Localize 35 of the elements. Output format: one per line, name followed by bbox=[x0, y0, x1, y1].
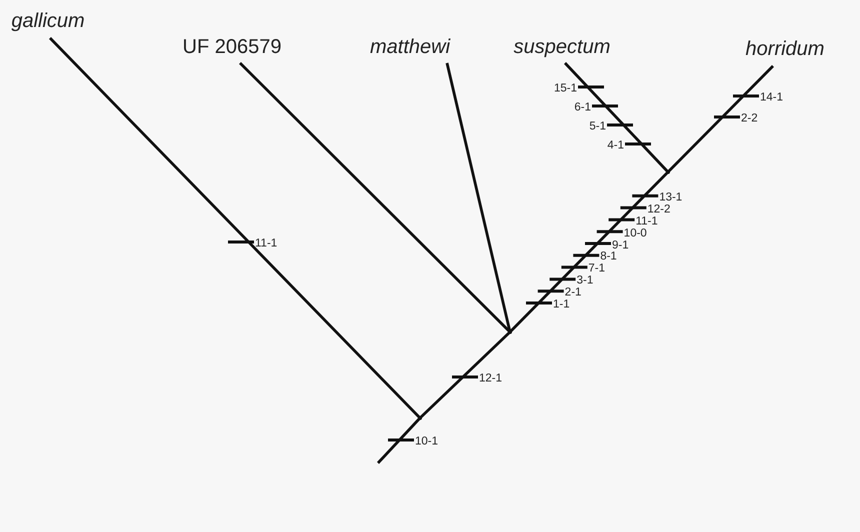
character-label: 4-1 bbox=[607, 140, 624, 152]
character-label: 8-1 bbox=[600, 250, 617, 264]
character-label: 1-1 bbox=[553, 298, 570, 312]
character-label: 2-1 bbox=[564, 286, 582, 300]
branch-point bbox=[666, 170, 670, 174]
taxon-name: UF 206579 bbox=[182, 34, 282, 60]
character-label: 2-2 bbox=[741, 112, 758, 126]
character-label: 12-2 bbox=[647, 203, 670, 216]
character-label: 11-1 bbox=[255, 238, 278, 250]
character-label: 11-1 bbox=[636, 215, 658, 228]
character-label: 14-1 bbox=[760, 92, 784, 104]
character-label: 10-0 bbox=[624, 227, 647, 240]
taxon-name: matthewi bbox=[370, 34, 450, 60]
taxon-name: suspectum bbox=[514, 34, 610, 60]
taxon-name: gallicum bbox=[11, 8, 85, 34]
tree-branch bbox=[49, 37, 421, 419]
tree-branch bbox=[446, 62, 512, 332]
tree-branch bbox=[667, 65, 774, 173]
character-label: 15-1 bbox=[554, 82, 577, 96]
taxon-name: horridum bbox=[746, 36, 824, 62]
tree-branch bbox=[376, 417, 422, 464]
tree-branch bbox=[564, 62, 670, 173]
character-label: 6-1 bbox=[574, 102, 591, 114]
character-label: 10-1 bbox=[415, 436, 438, 448]
tree-branch bbox=[239, 62, 511, 333]
tree-branch bbox=[419, 330, 511, 420]
character-label: 9-1 bbox=[612, 239, 629, 252]
character-label: 12-1 bbox=[479, 372, 502, 386]
character-label: 3-1 bbox=[576, 274, 594, 288]
character-label: 7-1 bbox=[588, 262, 606, 276]
branch-point bbox=[508, 330, 512, 334]
tree-branch bbox=[509, 171, 669, 333]
character-label: 5-1 bbox=[589, 120, 606, 134]
character-label: 13-1 bbox=[659, 191, 682, 204]
branch-point bbox=[418, 416, 422, 420]
